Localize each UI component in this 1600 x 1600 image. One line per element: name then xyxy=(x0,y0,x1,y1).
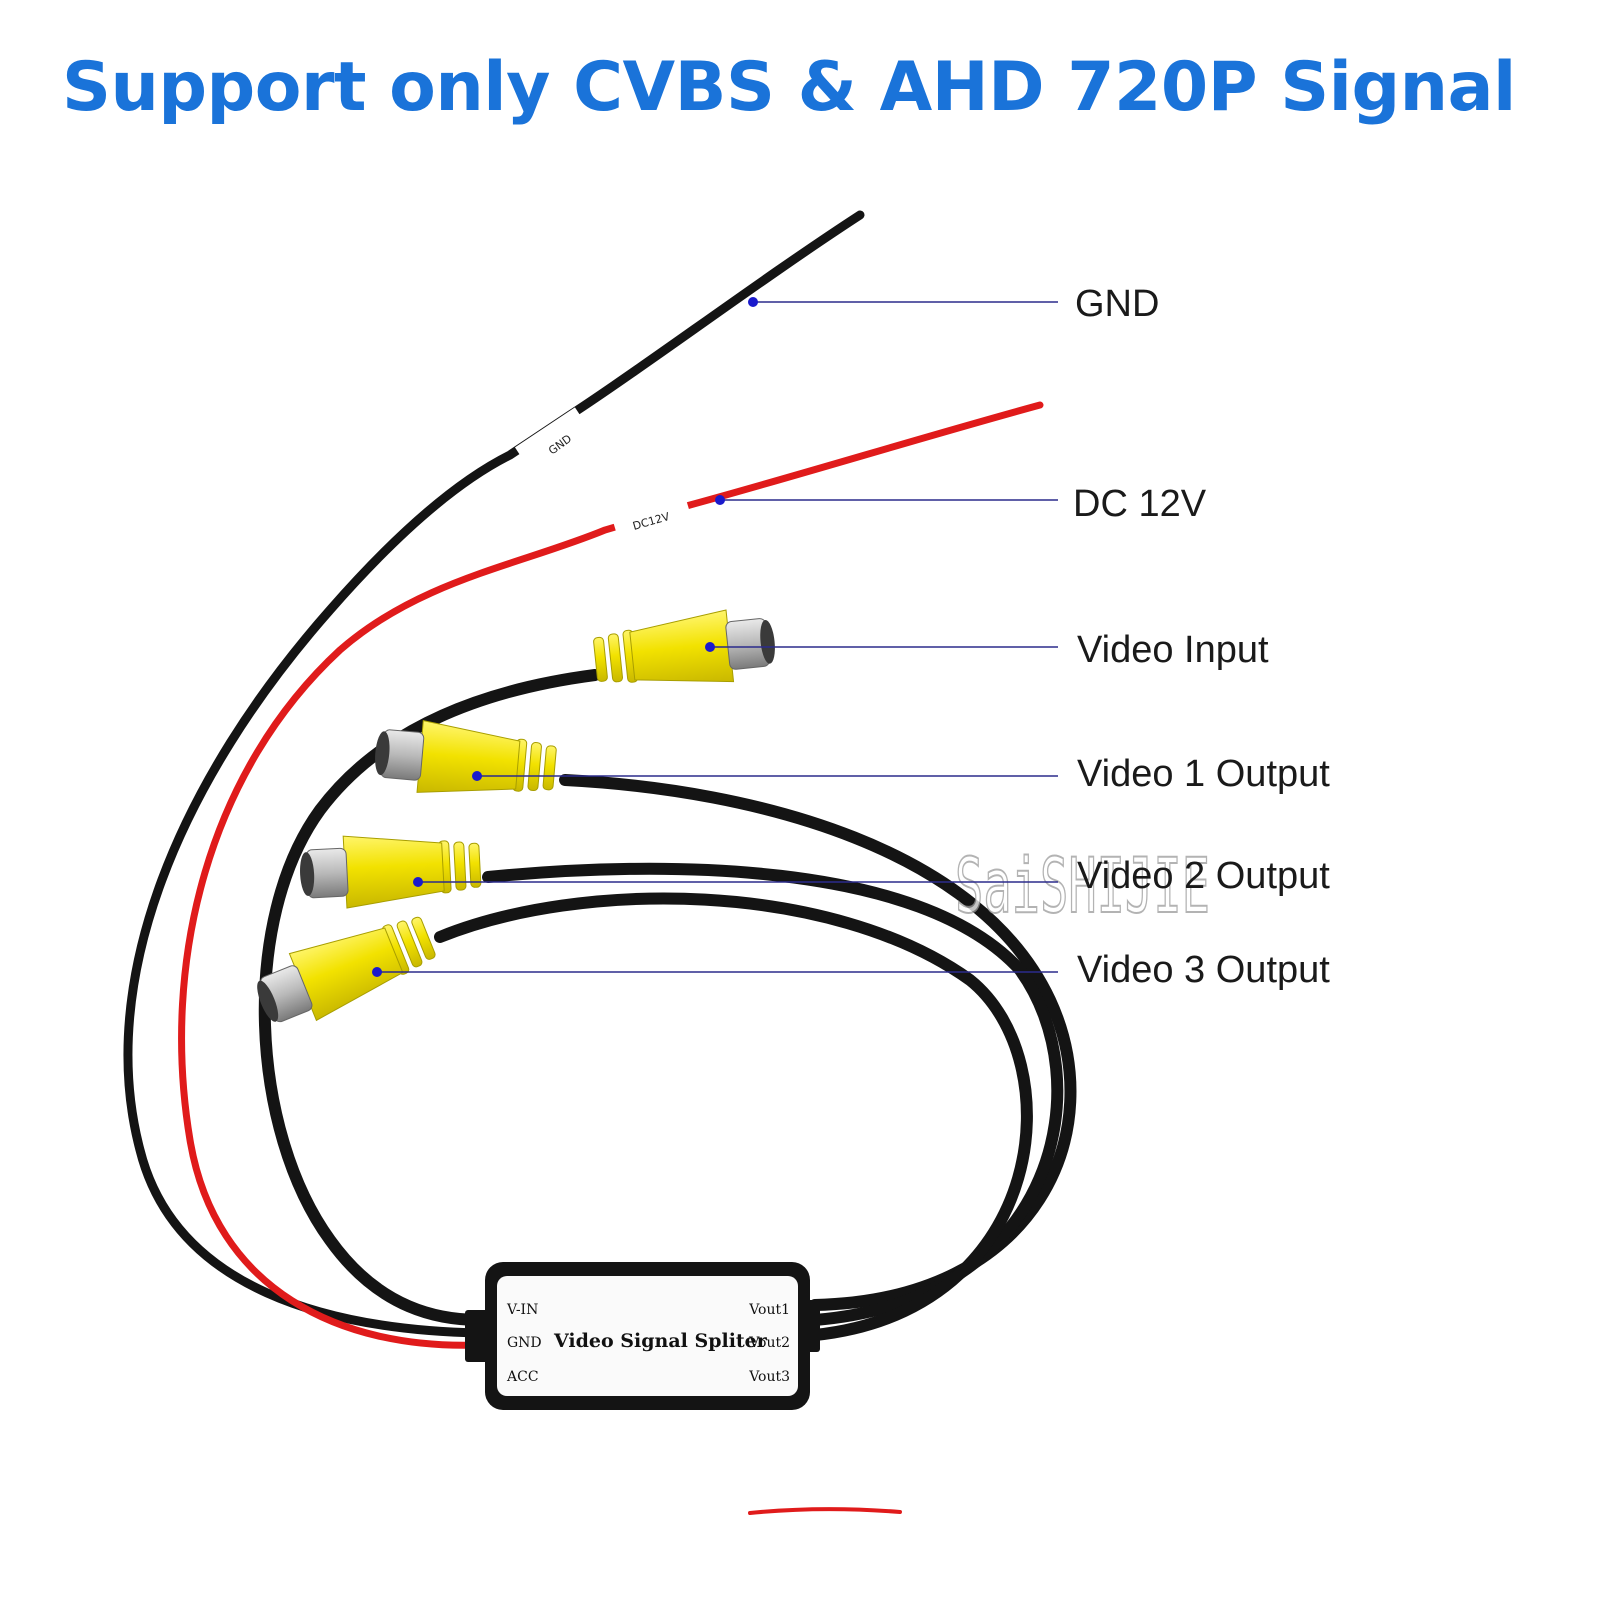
splitter-pin-vout3: Vout3 xyxy=(748,1369,790,1385)
splitter-title: Video Signal Spliter xyxy=(553,1330,768,1352)
video-3-output-cable xyxy=(434,892,1033,1341)
callout-label-video-2-output: Video 2 Output xyxy=(1077,855,1330,897)
dc12v-wire xyxy=(178,401,1044,1349)
rca-video-2-output xyxy=(300,835,482,909)
callout-dot-dc12v xyxy=(715,495,725,505)
callout-label-dc12v: DC 12V xyxy=(1073,483,1207,525)
gnd-wire xyxy=(123,210,865,1338)
callout-dot-video-1-output xyxy=(472,771,482,781)
callout-label-video-3-output: Video 3 Output xyxy=(1077,949,1330,991)
splitter-pin-v-in: V-IN xyxy=(506,1302,538,1318)
callout-dot-gnd xyxy=(748,297,758,307)
dc12v-wire-print-band xyxy=(613,500,690,534)
splitter-pin-acc: ACC xyxy=(506,1369,539,1385)
page-title: Support only CVBS & AHD 720P Signal xyxy=(62,48,1516,127)
rca-video-1-output xyxy=(375,720,557,793)
callout-dot-video-2-output xyxy=(413,877,423,887)
gnd-wire-print-band xyxy=(514,407,582,457)
wires xyxy=(123,210,1077,1515)
watermark: SaiSHIJIE xyxy=(955,841,1210,930)
callout-label-gnd: GND xyxy=(1075,283,1159,325)
callouts: GND DC 12V Video Input Video 1 Output Vi… xyxy=(372,283,1330,991)
rca-video-3-output xyxy=(257,916,436,1023)
video-2-output-cable xyxy=(482,862,1064,1326)
splitter-box: V-IN GND ACC Video Signal Spliter Vout1 … xyxy=(465,1262,820,1410)
callout-label-video-input: Video Input xyxy=(1077,629,1269,671)
splitter-pin-gnd: GND xyxy=(507,1335,542,1351)
callout-label-video-1-output: Video 1 Output xyxy=(1077,753,1330,795)
splitter-pin-vout1: Vout1 xyxy=(748,1302,790,1318)
callout-dot-video-input xyxy=(705,642,715,652)
red-wire-fragment xyxy=(748,1507,902,1515)
callout-dot-video-3-output xyxy=(372,967,382,977)
rca-video-input xyxy=(593,609,775,683)
splitter-pin-vout2: Vout2 xyxy=(748,1335,790,1351)
